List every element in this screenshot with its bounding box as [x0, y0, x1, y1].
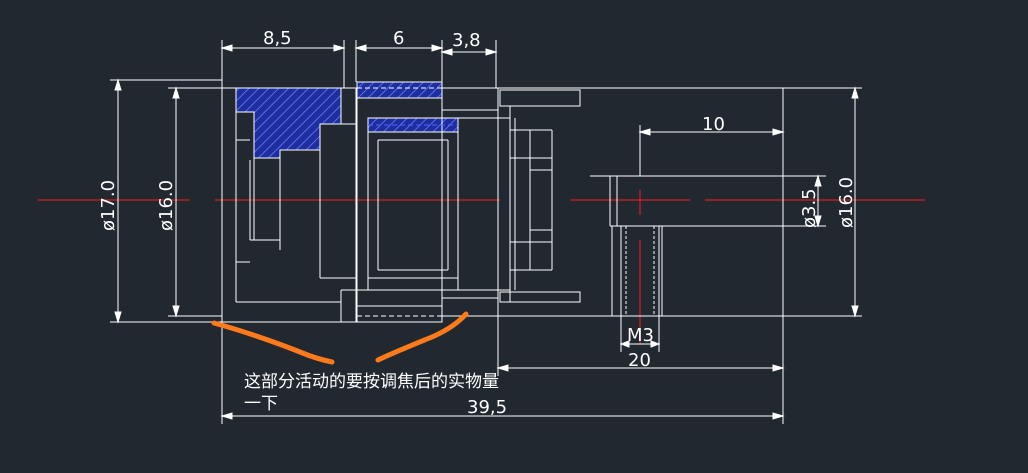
dim-top-mid: 6	[393, 28, 404, 49]
dim-top-right: 3,8	[452, 30, 481, 51]
annotation-line-1: 这部分活动的要按调焦后的实物量	[244, 372, 499, 392]
hatched-section	[222, 81, 459, 159]
dim-thread-m3: M3	[627, 325, 654, 346]
dimension-lines	[110, 40, 862, 424]
part-outline	[221, 81, 784, 323]
dim-total-length: 39,5	[467, 397, 507, 418]
centerline	[38, 190, 925, 345]
annotation-note: 这部分活动的要按调焦后的实物量 一下	[244, 371, 499, 415]
dim-inner-left: ø16.0	[156, 180, 177, 231]
dim-length-10: 10	[702, 114, 725, 135]
thread-hidden-lines	[357, 87, 458, 317]
dim-top-left: 8,5	[263, 28, 292, 49]
dim-length-20: 20	[628, 350, 651, 371]
dim-hole-diameter: ø3.5	[799, 188, 820, 228]
dim-outer-left: ø17.0	[98, 180, 119, 231]
dim-outer-right: ø16.0	[836, 177, 857, 228]
orange-markup	[211, 311, 469, 365]
annotation-line-2: 一下	[244, 394, 278, 414]
